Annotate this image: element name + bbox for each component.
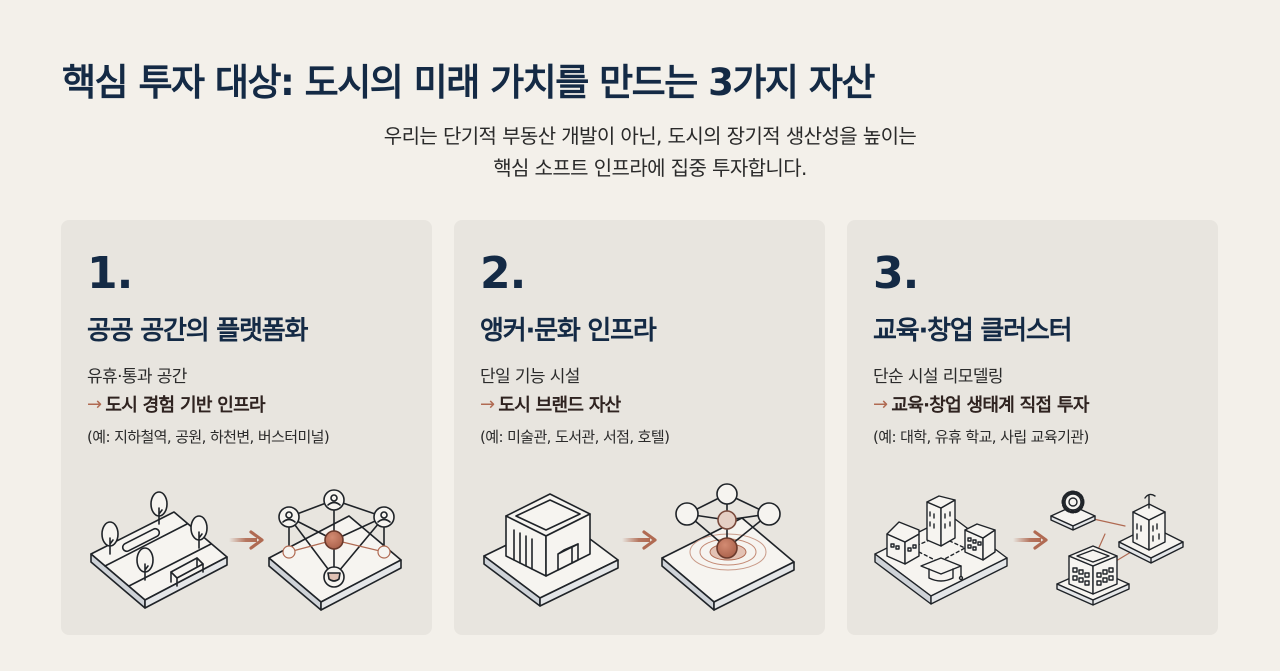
card-number: 2. bbox=[480, 248, 526, 299]
page-title: 핵심 투자 대상: 도시의 미래 가치를 만드는 3가지 자산 bbox=[62, 61, 875, 104]
card-title: 교육·창업 클러스터 bbox=[873, 316, 1072, 346]
card-to-text: → 도시 브랜드 자산 bbox=[480, 391, 621, 417]
card-title: 공공 공간의 플랫폼화 bbox=[87, 316, 308, 346]
subtitle-line-2: 핵심 소프트 인프라에 집중 투자합니다. bbox=[493, 156, 807, 180]
arrow-right-icon: → bbox=[87, 393, 102, 415]
card-examples: (예: 대학, 유휴 학교, 사립 교육기관) bbox=[873, 428, 1089, 446]
arrow-right-icon bbox=[622, 530, 657, 550]
card-number: 3. bbox=[873, 248, 919, 299]
arrow-right-icon: → bbox=[480, 393, 495, 415]
card-title: 앵커·문화 인프라 bbox=[480, 316, 657, 346]
asset-card-public-space: 1. 공공 공간의 플랫폼화 유휴·통과 공간 → 도시 경험 기반 인프라 (… bbox=[61, 220, 432, 635]
card-from-text: 단일 기능 시설 bbox=[480, 367, 580, 387]
arrow-right-icon: → bbox=[873, 393, 888, 415]
arrow-right-icon bbox=[1013, 530, 1048, 550]
card-to-text: → 교육·창업 생태계 직접 투자 bbox=[873, 391, 1089, 417]
card-illustration bbox=[472, 472, 812, 622]
card-illustration bbox=[865, 472, 1205, 622]
startup-ecosystem-icon bbox=[1050, 490, 1184, 606]
anchor-hub-network-icon bbox=[661, 483, 795, 611]
card-from-text: 유휴·통과 공간 bbox=[87, 367, 187, 387]
campus-buildings-icon bbox=[874, 495, 1008, 605]
community-network-icon bbox=[268, 489, 402, 611]
card-to-label: 도시 브랜드 자산 bbox=[498, 395, 621, 416]
card-to-label: 교육·창업 생태계 직접 투자 bbox=[891, 395, 1089, 416]
single-building-icon bbox=[483, 493, 619, 607]
card-from-text: 단순 시설 리모델링 bbox=[873, 367, 1004, 387]
card-illustration bbox=[79, 472, 419, 622]
page-subtitle: 우리는 단기적 부동산 개발이 아닌, 도시의 장기적 생산성을 높이는 핵심 … bbox=[0, 120, 1280, 184]
card-examples: (예: 미술관, 도서관, 서점, 호텔) bbox=[480, 428, 670, 446]
arrow-right-icon bbox=[229, 530, 264, 550]
asset-card-education-startup: 3. 교육·창업 클러스터 단순 시설 리모델링 → 교육·창업 생태계 직접 … bbox=[847, 220, 1218, 635]
subtitle-line-1: 우리는 단기적 부동산 개발이 아닌, 도시의 장기적 생산성을 높이는 bbox=[383, 124, 917, 148]
card-to-label: 도시 경험 기반 인프라 bbox=[105, 395, 265, 416]
card-to-text: → 도시 경험 기반 인프라 bbox=[87, 391, 266, 417]
card-examples: (예: 지하철역, 공원, 하천변, 버스터미널) bbox=[87, 428, 330, 446]
card-number: 1. bbox=[87, 248, 133, 299]
park-block-icon bbox=[90, 491, 228, 609]
asset-card-anchor-culture: 2. 앵커·문화 인프라 단일 기능 시설 → 도시 브랜드 자산 (예: 미술… bbox=[454, 220, 825, 635]
